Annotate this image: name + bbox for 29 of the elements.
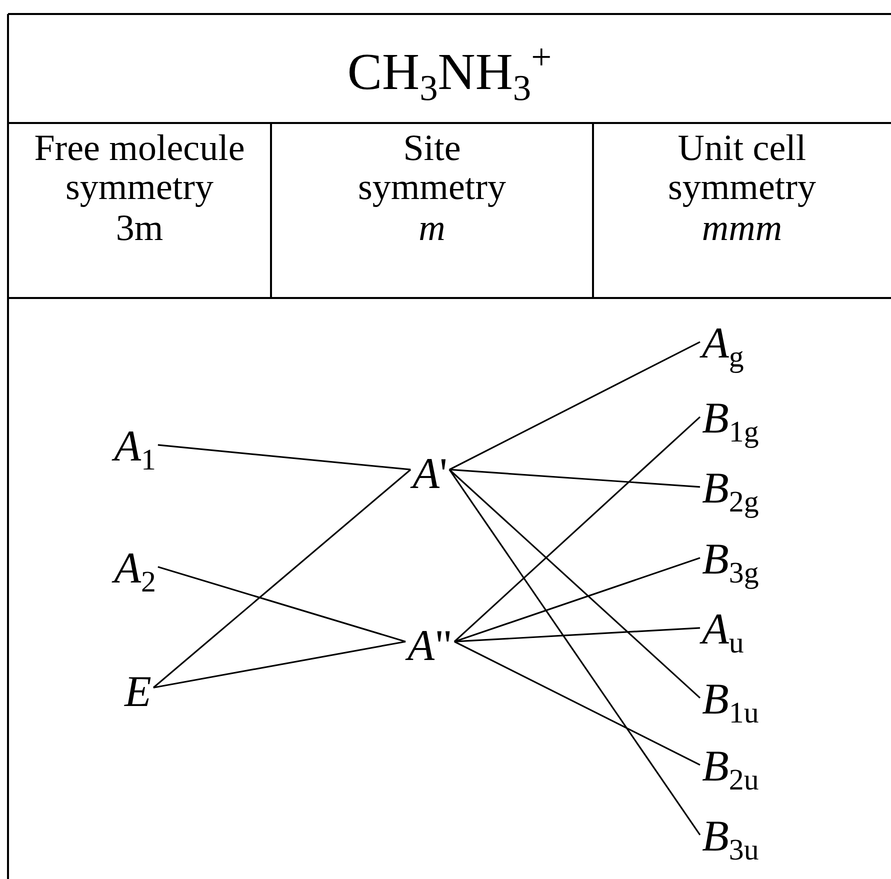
correlation-line [448, 469, 701, 836]
symmetry-species: B$_{2g}$ [700, 466, 761, 518]
symmetry-species: B$_{1g}$ [700, 396, 761, 448]
symmetry-species: B$_{2u}$ [700, 744, 761, 796]
symmetry-species: E [122, 670, 154, 714]
symmetry-species: A$_{u}$ [700, 608, 746, 658]
correlation-line [454, 557, 700, 642]
correlation-line [158, 444, 411, 470]
correlation-line [449, 468, 700, 488]
correlation-line [158, 566, 406, 642]
symmetry-species: A' [410, 452, 450, 496]
header-text: Free molecule symmetry [33, 130, 246, 208]
header-text: mmm [700, 210, 784, 249]
correlation-line [454, 640, 700, 766]
correlation-line [152, 468, 412, 688]
correlation-line [449, 341, 700, 470]
symmetry-species: B$_{1u}$ [700, 678, 761, 728]
symmetry-species: B$_{3u}$ [700, 814, 761, 866]
correlation-line [153, 640, 406, 688]
symmetry-species: A$_{1}$ [112, 424, 158, 476]
symmetry-species: A$_{2}$ [112, 546, 158, 598]
symmetry-species: A" [406, 624, 454, 668]
symmetry-species: B$_{3g}$ [700, 538, 761, 588]
correlation-line [454, 416, 701, 642]
correlation-line [448, 469, 701, 698]
correlation-line [454, 627, 700, 642]
symmetry-species: A$_{g}$ [700, 322, 746, 372]
header-text: 3m [114, 210, 164, 249]
header-text: m [418, 210, 446, 249]
